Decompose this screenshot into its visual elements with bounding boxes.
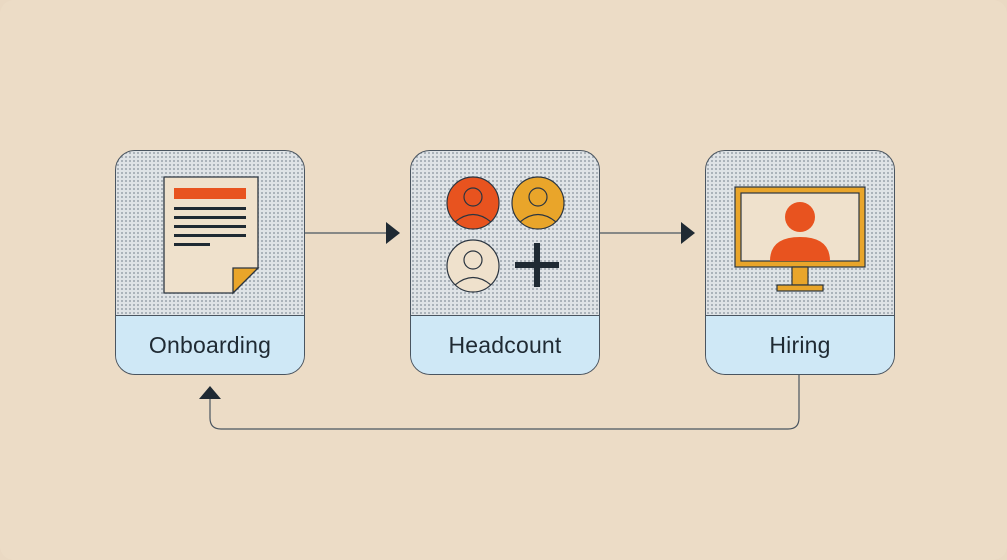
person-avatar-icon	[511, 176, 565, 230]
flow-arrow-onboarding-headcount	[305, 222, 400, 244]
step-label-hiring: Hiring	[706, 315, 894, 374]
flow-arrow-hiring-onboarding	[199, 375, 800, 430]
step-label-onboarding: Onboarding	[116, 315, 304, 374]
person-avatar-icon	[446, 176, 500, 230]
step-card-headcount: Headcount	[410, 150, 600, 375]
step-card-onboarding: Onboarding	[115, 150, 305, 375]
video-interview-monitor-icon	[734, 186, 866, 292]
person-avatar-icon	[446, 239, 500, 293]
step-card-hiring: Hiring	[705, 150, 895, 375]
plus-icon	[515, 243, 559, 287]
document-icon	[163, 176, 260, 295]
step-label-headcount: Headcount	[411, 315, 599, 374]
flow-arrow-headcount-hiring	[600, 222, 695, 244]
people-add-icon	[446, 176, 565, 293]
